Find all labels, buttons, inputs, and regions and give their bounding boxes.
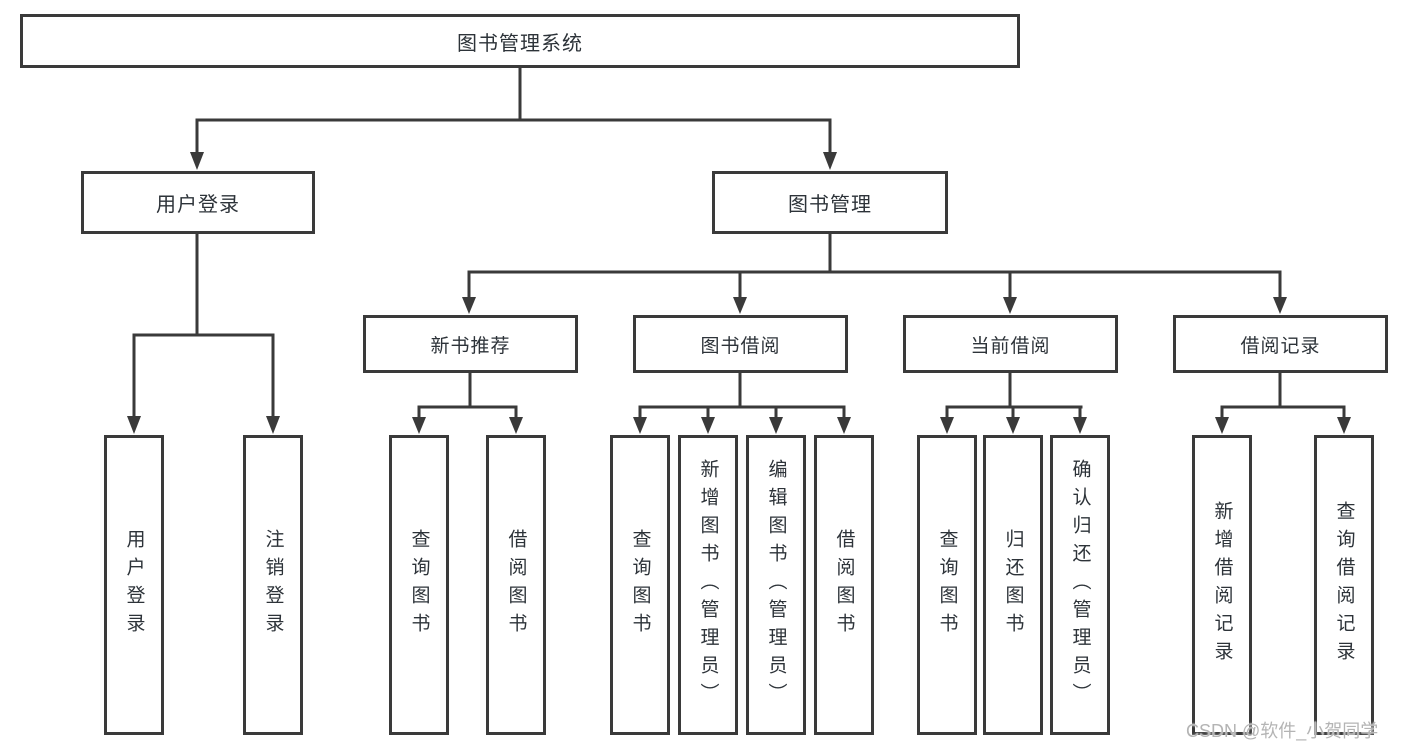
leaf-borrow-books: 借阅图书: [814, 435, 874, 735]
leaf-confirm-return-admin: 确认归还（管理员）: [1050, 435, 1110, 735]
leaf-label: 新增图书（管理员）: [697, 459, 719, 711]
leaf-label: 借阅图书: [833, 529, 855, 641]
leaf-logout: 注销登录: [243, 435, 303, 735]
leaf-query-books-recommend: 查询图书: [389, 435, 449, 735]
leaf-edit-book-admin: 编辑图书（管理员）: [746, 435, 806, 735]
leaf-label: 查询图书: [629, 529, 651, 641]
connector-borrow-records-to-leaves: [1215, 373, 1351, 434]
leaf-user-login: 用户登录: [104, 435, 164, 735]
node-current-borrow: 当前借阅: [903, 315, 1118, 373]
leaf-label: 新增借阅记录: [1211, 501, 1233, 669]
node-book-management: 图书管理: [712, 171, 948, 234]
leaf-label: 注销登录: [262, 529, 284, 641]
leaf-query-books-current: 查询图书: [917, 435, 977, 735]
leaf-query-books-borrow: 查询图书: [610, 435, 670, 735]
leaf-add-borrow-record: 新增借阅记录: [1192, 435, 1252, 735]
leaf-query-borrow-record: 查询借阅记录: [1314, 435, 1374, 735]
connector-book-borrow-to-leaves: [633, 373, 851, 434]
leaf-label: 归还图书: [1002, 529, 1024, 641]
leaf-label: 确认归还（管理员）: [1069, 459, 1091, 711]
node-borrow-records: 借阅记录: [1173, 315, 1388, 373]
connector-user-login-to-leaves: [127, 234, 280, 434]
leaf-label: 查询借阅记录: [1333, 501, 1355, 669]
leaf-label: 用户登录: [123, 529, 145, 641]
connector-root-to-level2: [190, 67, 837, 170]
connector-book-management-to-level3: [462, 234, 1287, 314]
leaf-label: 查询图书: [408, 529, 430, 641]
connector-current-borrow-to-leaves: [940, 373, 1087, 434]
leaf-label: 查询图书: [936, 529, 958, 641]
csdn-watermark: CSDN @软件_小贺同学: [1186, 721, 1379, 741]
node-book-borrow: 图书借阅: [633, 315, 848, 373]
node-user-login: 用户登录: [81, 171, 315, 234]
leaf-label: 借阅图书: [505, 529, 527, 641]
node-root: 图书管理系统: [20, 14, 1020, 68]
leaf-add-book-admin: 新增图书（管理员）: [678, 435, 738, 735]
connector-new-book-recommend-to-leaves: [412, 373, 523, 434]
leaf-borrow-books-recommend: 借阅图书: [486, 435, 546, 735]
leaf-return-books: 归还图书: [983, 435, 1043, 735]
leaf-label: 编辑图书（管理员）: [765, 459, 787, 711]
node-new-book-recommend: 新书推荐: [363, 315, 578, 373]
